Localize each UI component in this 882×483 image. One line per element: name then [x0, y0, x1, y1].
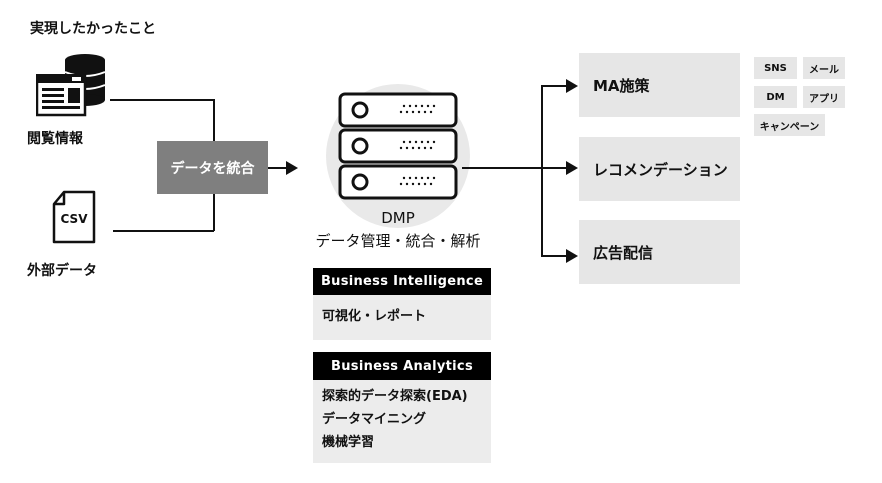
channel-chip-sns: SNS: [754, 57, 797, 79]
arrowhead-icon: [566, 249, 578, 263]
connector-line: [213, 99, 215, 141]
connector-line: [113, 230, 214, 232]
server-stack-icon: [338, 92, 458, 200]
dmp-name: DMP: [381, 209, 415, 227]
output-box-ad-delivery: 広告配信: [579, 220, 740, 284]
page-title: 実現したかったこと: [30, 21, 156, 37]
arrow-to-dmp: [268, 167, 288, 169]
channel-chip-campaign: キャンペーン: [754, 114, 825, 136]
ba-panel-header: Business Analytics: [313, 352, 491, 380]
browser-window-icon: [36, 74, 87, 117]
arrowhead-icon: [286, 161, 298, 175]
channel-chip-dm: DM: [754, 86, 797, 108]
ba-item: 機械学習: [322, 435, 375, 450]
dmp-description: データ管理・統合・解析: [315, 232, 481, 250]
channel-chip-app: アプリ: [803, 86, 845, 108]
browsing-data-icon-group: [30, 52, 110, 117]
ba-item: データマイニング: [322, 412, 427, 427]
connector-line: [541, 255, 566, 257]
bi-panel-body: 可視化・レポート: [313, 295, 491, 340]
connector-line: [462, 167, 542, 169]
external-data-label: 外部データ: [27, 263, 97, 279]
connector-line: [542, 167, 566, 169]
csv-file-icon: CSV: [50, 190, 98, 246]
ba-panel-body: 探索的データ探索(EDA) データマイニング 機械学習: [313, 380, 491, 463]
connector-line: [541, 85, 543, 256]
browsing-data-label: 閲覧情報: [27, 131, 83, 147]
output-box-recommendation: レコメンデーション: [579, 137, 740, 201]
channel-chip-email: メール: [803, 57, 845, 79]
integrate-data-box: データを統合: [157, 141, 268, 194]
csv-icon-text: CSV: [60, 212, 88, 226]
output-box-ma: MA施策: [579, 53, 740, 117]
bi-item: 可視化・レポート: [322, 309, 427, 324]
arrowhead-icon: [566, 79, 578, 93]
arrowhead-icon: [566, 161, 578, 175]
connector-line: [541, 85, 566, 87]
connector-line: [213, 194, 215, 231]
ba-item: 探索的データ探索(EDA): [322, 389, 468, 404]
bi-panel-header: Business Intelligence: [313, 268, 491, 295]
connector-line: [110, 99, 214, 101]
